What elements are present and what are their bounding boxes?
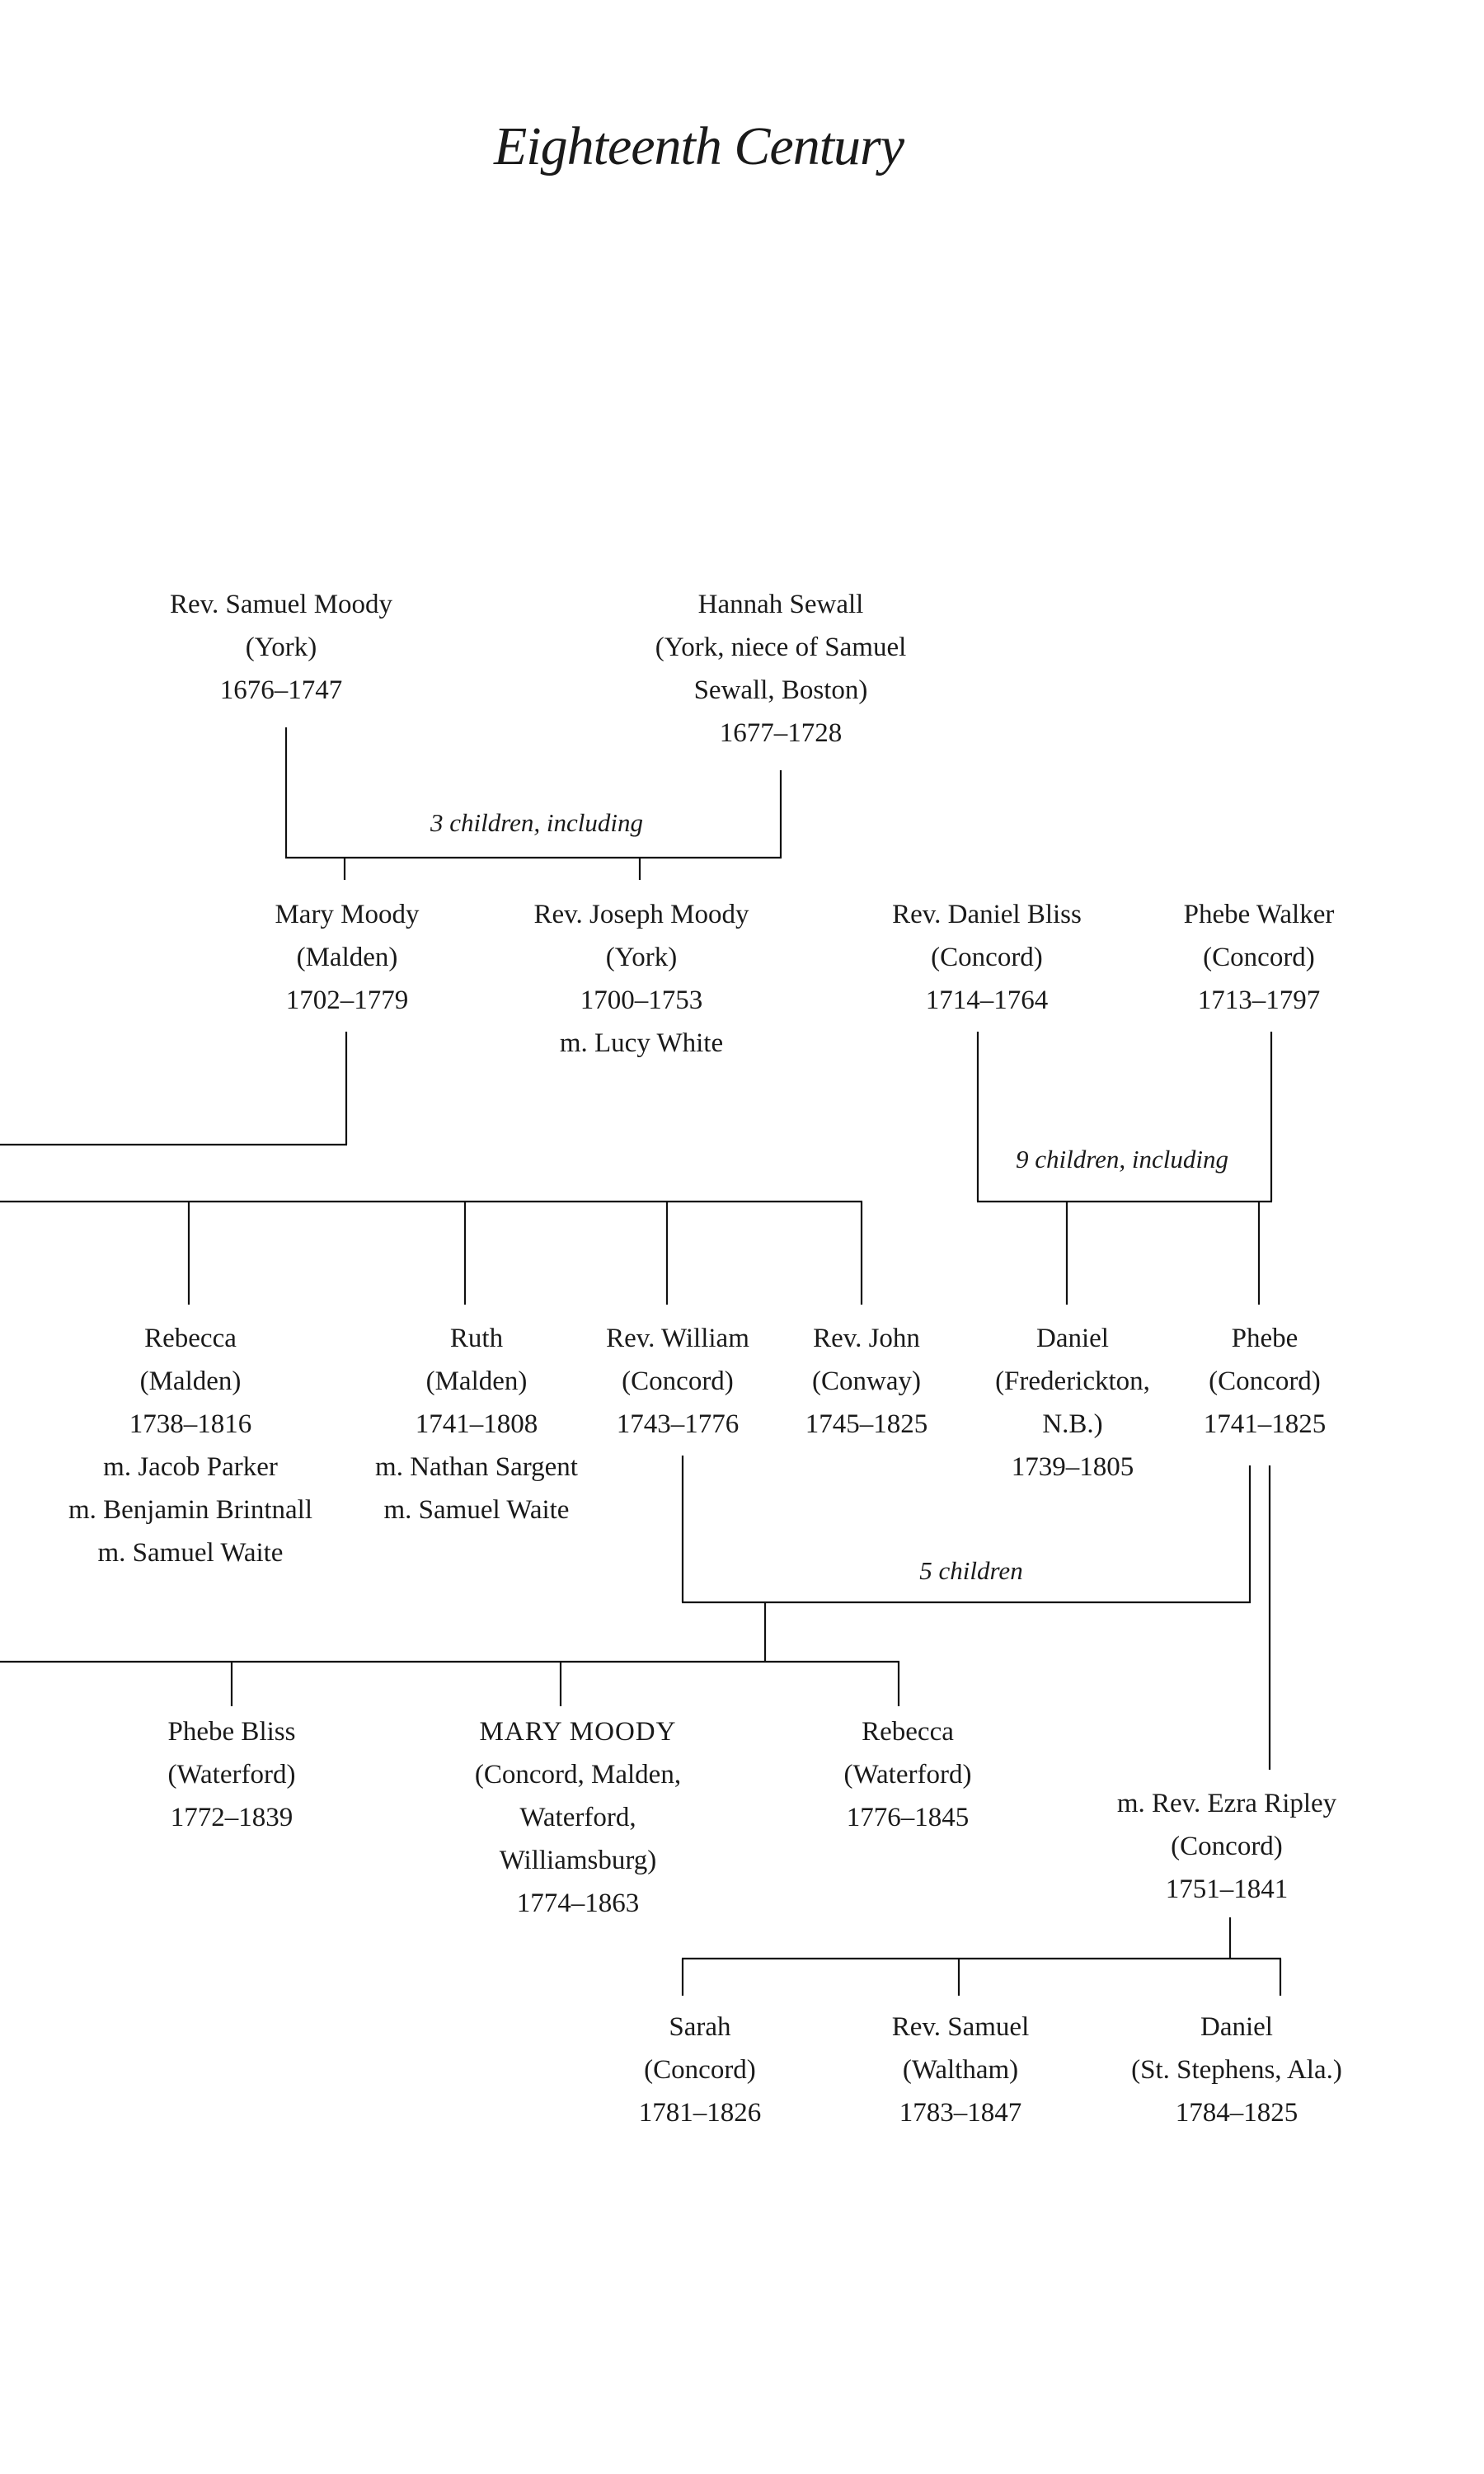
person-name: Daniel bbox=[1200, 2012, 1273, 2042]
union-label-moody: 3 children, including bbox=[430, 808, 643, 837]
person-dates: 1745–1825 bbox=[805, 1409, 928, 1439]
person-dates: 1784–1825 bbox=[1175, 2098, 1298, 2128]
person-name: Mary Moody bbox=[275, 900, 420, 929]
person-spouse: m. Jacob Parker bbox=[103, 1452, 278, 1482]
person-spouse: m. Samuel Waite bbox=[97, 1538, 284, 1568]
person-place: (Concord) bbox=[1171, 1832, 1283, 1861]
person-name: Phebe Walker bbox=[1183, 900, 1335, 929]
person-place: (Conway) bbox=[812, 1366, 921, 1396]
union-label-bliss: 9 children, including bbox=[1015, 1145, 1228, 1174]
person-dates: 1702–1779 bbox=[285, 985, 409, 1015]
person-place: (Frederickton, bbox=[995, 1366, 1150, 1396]
person-spouse: m. Benjamin Brintnall bbox=[68, 1495, 313, 1525]
person-place: (Malden) bbox=[296, 943, 398, 972]
person-dates: 1677–1728 bbox=[719, 718, 843, 748]
person-mary-moody-emerson: MARY MOODY (Concord, Malden, Waterford, … bbox=[405, 1710, 751, 1925]
person-dates: 1751–1841 bbox=[1165, 1874, 1289, 1904]
person-place: (Waterford) bbox=[843, 1760, 972, 1790]
person-name: Rev. William bbox=[606, 1324, 749, 1353]
person-dates: 1713–1797 bbox=[1197, 985, 1321, 1015]
union-label-emerson: 5 children bbox=[919, 1556, 1023, 1585]
person-place: (Concord) bbox=[644, 2055, 756, 2085]
person-daniel-bliss: Rev. Daniel Bliss (Concord) 1714–1764 bbox=[814, 893, 1160, 1022]
person-phebe-walker: Phebe Walker (Concord) 1713–1797 bbox=[1086, 893, 1432, 1022]
person-dates: 1772–1839 bbox=[170, 1803, 294, 1832]
person-place: (York) bbox=[605, 943, 678, 972]
person-ruth: Ruth (Malden) 1741–1808 m. Nathan Sargen… bbox=[303, 1317, 650, 1531]
person-name: Rev. John bbox=[813, 1324, 920, 1353]
person-place: (Concord) bbox=[931, 943, 1043, 972]
person-william: Rev. William (Concord) 1743–1776 bbox=[505, 1317, 851, 1446]
person-place: (Concord) bbox=[1203, 943, 1315, 972]
person-dates: 1739–1805 bbox=[1011, 1452, 1134, 1482]
person-place: (Concord, Malden, bbox=[474, 1760, 682, 1790]
person-name: Rebecca bbox=[862, 1717, 954, 1747]
person-dates: 1781–1826 bbox=[638, 2098, 762, 2128]
person-daniel-ripley: Daniel (St. Stephens, Ala.) 1784–1825 bbox=[1064, 2006, 1410, 2134]
person-phebe: Phebe (Concord) 1741–1825 bbox=[1092, 1317, 1438, 1446]
person-place: (Malden) bbox=[139, 1366, 242, 1396]
person-name: MARY MOODY bbox=[479, 1717, 677, 1747]
person-dates: 1774–1863 bbox=[516, 1888, 640, 1918]
person-daniel: Daniel (Frederickton, N.B.) 1739–1805 bbox=[899, 1317, 1246, 1489]
person-name: Rev. Daniel Bliss bbox=[892, 900, 1082, 929]
person-spouse: m. Lucy White bbox=[559, 1028, 724, 1058]
person-dates: 1783–1847 bbox=[899, 2098, 1022, 2128]
person-place: (Concord) bbox=[622, 1366, 734, 1396]
person-place-cont: Williamsburg) bbox=[499, 1846, 657, 1875]
person-dates: 1741–1825 bbox=[1203, 1409, 1327, 1439]
person-place-cont: N.B.) bbox=[1042, 1409, 1103, 1439]
person-name: Rev. Joseph Moody bbox=[533, 900, 749, 929]
person-hannah-sewall: Hannah Sewall (York, niece of Samuel Sew… bbox=[608, 583, 954, 755]
person-joseph-moody: Rev. Joseph Moody (York) 1700–1753 m. Lu… bbox=[468, 893, 815, 1065]
person-place: (Waterford) bbox=[167, 1760, 296, 1790]
person-place: (York, niece of Samuel bbox=[655, 633, 907, 662]
person-dates: 1743–1776 bbox=[616, 1409, 740, 1439]
person-samuel-ripley: Rev. Samuel (Waltham) 1783–1847 bbox=[787, 2006, 1134, 2134]
person-place: (York) bbox=[245, 633, 317, 662]
person-dates: 1741–1808 bbox=[415, 1409, 538, 1439]
person-dates: 1714–1764 bbox=[925, 985, 1049, 1015]
person-name: Rev. Samuel bbox=[891, 2012, 1030, 2042]
person-place: (Concord) bbox=[1209, 1366, 1321, 1396]
person-phebe-bliss: Phebe Bliss (Waterford) 1772–1839 bbox=[59, 1710, 405, 1839]
person-name: Rev. Samuel Moody bbox=[169, 590, 393, 619]
person-name: Hannah Sewall bbox=[697, 590, 864, 619]
person-name: Daniel bbox=[1036, 1324, 1109, 1353]
person-rebecca: Rebecca (Malden) 1738–1816 m. Jacob Park… bbox=[17, 1317, 364, 1574]
person-ezra-ripley: m. Rev. Ezra Ripley (Concord) 1751–1841 bbox=[1054, 1782, 1400, 1911]
person-name: Ruth bbox=[449, 1324, 504, 1353]
person-place: (St. Stephens, Ala.) bbox=[1131, 2055, 1342, 2085]
person-dates: 1738–1816 bbox=[129, 1409, 252, 1439]
person-spouse: m. Rev. Ezra Ripley bbox=[1116, 1789, 1337, 1818]
person-dates: 1776–1845 bbox=[846, 1803, 970, 1832]
person-john: Rev. John (Conway) 1745–1825 bbox=[693, 1317, 1040, 1446]
person-samuel-moody: Rev. Samuel Moody (York) 1676–1747 bbox=[108, 583, 454, 712]
person-sarah: Sarah (Concord) 1781–1826 bbox=[527, 2006, 873, 2134]
person-spouse: m. Nathan Sargent bbox=[375, 1452, 578, 1482]
person-dates: 1676–1747 bbox=[219, 675, 343, 705]
person-dates: 1700–1753 bbox=[580, 985, 703, 1015]
person-mary-moody-sr: Mary Moody (Malden) 1702–1779 bbox=[174, 893, 520, 1022]
person-spouse: m. Samuel Waite bbox=[383, 1495, 570, 1525]
person-name: Phebe Bliss bbox=[167, 1717, 296, 1747]
person-place-cont: Sewall, Boston) bbox=[693, 675, 868, 705]
person-name: Rebecca bbox=[144, 1324, 237, 1353]
person-name: Phebe bbox=[1231, 1324, 1298, 1353]
person-place: (Malden) bbox=[425, 1366, 528, 1396]
person-place-cont: Waterford, bbox=[519, 1803, 636, 1832]
person-rebecca-waterford: Rebecca (Waterford) 1776–1845 bbox=[735, 1710, 1081, 1839]
person-name: Sarah bbox=[669, 2012, 731, 2042]
page-title: Eighteenth Century bbox=[493, 116, 904, 176]
person-place: (Waltham) bbox=[902, 2055, 1019, 2085]
